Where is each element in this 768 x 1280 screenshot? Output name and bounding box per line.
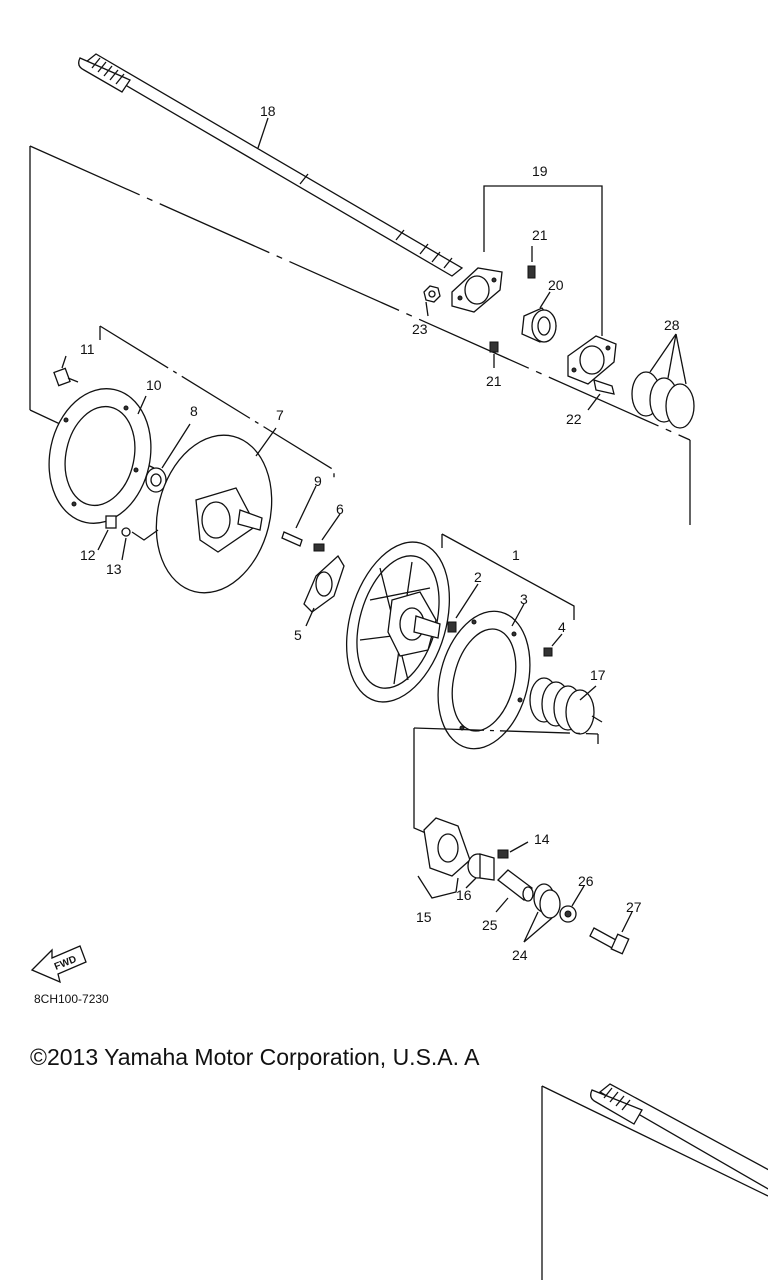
repeated-drawing-shaft: [590, 1083, 768, 1190]
callout-22: 22: [566, 411, 582, 427]
shims-part-28: [631, 333, 695, 429]
set-screw-part-21b: [489, 341, 499, 368]
washer-part-13: [121, 527, 131, 561]
bushing-part-16: [465, 853, 495, 889]
bolt-part-6: [313, 513, 341, 552]
callout-23: 23: [412, 321, 428, 337]
flange-plate-part-19b: [567, 335, 617, 385]
callout-15: 15: [416, 909, 432, 925]
bearing-part-20: [521, 291, 557, 343]
callout-8: 8: [190, 403, 198, 419]
bracket-19: [483, 185, 603, 336]
bolt-part-11: [53, 355, 79, 387]
bolt-part-27: [589, 911, 633, 955]
set-screw-part-21a: [527, 246, 536, 279]
callout-13: 13: [106, 561, 122, 577]
callout-25: 25: [482, 917, 498, 933]
leader-12-13: [131, 529, 159, 541]
callout-1: 1: [512, 547, 520, 563]
callout-26: 26: [578, 873, 594, 889]
callout-17: 17: [590, 667, 606, 683]
bolt-part-22: [587, 379, 615, 411]
nut-part-23: [423, 285, 441, 317]
drawing-code: 8CH100-7230: [34, 992, 109, 1006]
callout-28: 28: [664, 317, 680, 333]
bolt-part-4: [543, 633, 563, 657]
shaft-part-18: [78, 53, 464, 277]
callout-27: 27: [626, 899, 642, 915]
washer-part-26: [559, 885, 585, 923]
repeated-drawing-frame: [541, 1085, 768, 1280]
bolt-part-12: [97, 515, 117, 551]
callout-20: 20: [548, 277, 564, 293]
washer-part-24: [523, 883, 561, 943]
flange-plate-part-19a: [451, 267, 503, 313]
callout-11: 11: [80, 341, 95, 357]
bushing-part-8: [145, 423, 191, 493]
movable-sheave-part-1: [345, 541, 451, 703]
collar-part-25: [495, 869, 534, 913]
nut-part-14: [497, 841, 529, 859]
callout-2: 2: [474, 569, 482, 585]
ring-disc-part-10: [48, 388, 152, 524]
callout-16: 16: [456, 887, 472, 903]
fwd-arrow-icon: FWD: [30, 945, 87, 984]
spring-part-17: [529, 677, 603, 735]
callout-19: 19: [532, 163, 548, 179]
bracket-1-group: [441, 533, 575, 620]
sheave-part-7: [155, 427, 277, 594]
copyright-text: ©2013 Yamaha Motor Corporation, U.S.A. A: [30, 1044, 480, 1070]
callout-7: 7: [276, 407, 284, 423]
bolt-part-2: [447, 583, 479, 633]
ring-part-3: [437, 603, 531, 750]
callout-3: 3: [520, 591, 528, 607]
housing-part-15: [417, 817, 471, 899]
callout-21a: 21: [532, 227, 548, 243]
callout-18: 18: [260, 103, 276, 119]
callout-14: 14: [534, 831, 550, 847]
stud-part-9: [281, 485, 317, 547]
callout-5: 5: [294, 627, 302, 643]
callout-10: 10: [146, 377, 162, 393]
callout-24: 24: [512, 947, 528, 963]
callout-9: 9: [314, 473, 322, 489]
callout-6: 6: [336, 501, 344, 517]
callout-12: 12: [80, 547, 96, 563]
callout-4: 4: [558, 619, 566, 635]
bracket-7-line: [99, 325, 335, 480]
bracket-15-top: [413, 727, 599, 735]
gasket-part-5: [303, 554, 345, 627]
callout-21b: 21: [486, 373, 502, 389]
callout-labels: 1 2 3 4 5 6 7 8 9 10 11 12 13 14 15 16 1…: [80, 103, 680, 963]
